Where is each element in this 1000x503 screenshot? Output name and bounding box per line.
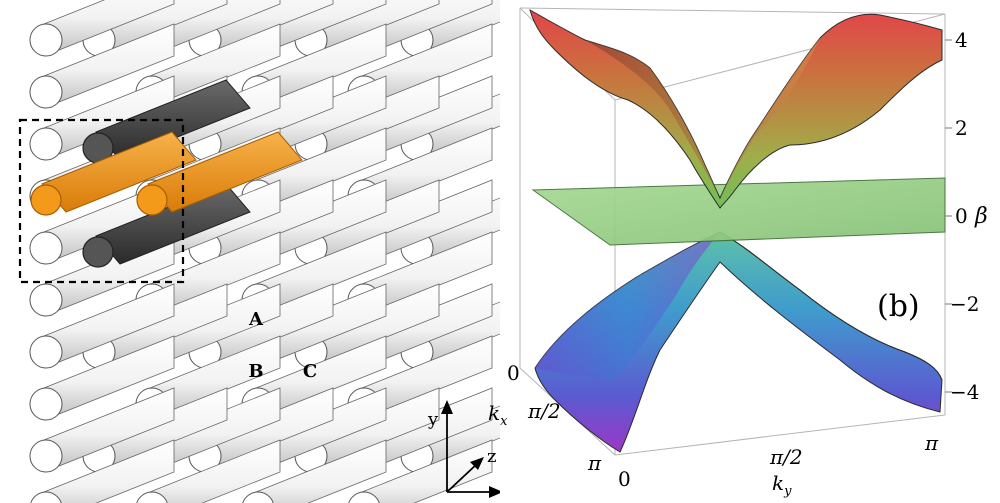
flat-band — [531, 177, 946, 246]
orange-rod-right — [136, 131, 303, 216]
rod-lattice-panel: A B C y z x — [18, 0, 515, 503]
ky-axis-label: ky — [772, 471, 792, 499]
axis-y-label: y — [427, 409, 439, 430]
beta-tick-4: 4 — [955, 28, 968, 52]
site-label-b: B — [248, 361, 263, 382]
beta-tick-minus-2: −2 — [950, 292, 979, 316]
site-label-c: C — [303, 361, 317, 382]
beta-tick-minus-4: −4 — [950, 380, 979, 404]
unit-cell-box — [18, 118, 185, 284]
rod — [29, 23, 175, 109]
axis-z-label: z — [487, 446, 496, 467]
panel-label-b: (b) — [877, 289, 920, 324]
ky-tick-pi: π — [924, 431, 939, 455]
kx-axis-label: kx — [488, 401, 508, 429]
ky-tick-pi-half: π/2 — [769, 445, 803, 469]
lower-band — [534, 231, 943, 453]
upper-band — [529, 8, 943, 209]
rod — [242, 439, 387, 503]
site-label-a: A — [248, 309, 264, 330]
highlighted-rods — [30, 79, 303, 268]
kx-tick-pi: π — [587, 451, 602, 475]
rod — [29, 335, 175, 421]
kx-tick-0: 0 — [507, 361, 520, 385]
beta-tick-2: 2 — [955, 116, 968, 140]
rod — [348, 439, 493, 503]
kx-tick-pi-half: π/2 — [527, 399, 561, 423]
rod — [136, 439, 281, 503]
rod — [29, 75, 175, 161]
beta-axis-label: β — [974, 204, 988, 229]
ky-tick-0: 0 — [618, 467, 631, 491]
rod — [29, 0, 175, 57]
rod — [29, 387, 175, 473]
axis-x-label: x — [505, 481, 515, 502]
rod — [30, 439, 175, 503]
axis-triad: y z x — [427, 400, 515, 502]
beta-tick-0: 0 — [955, 204, 968, 228]
rod — [29, 283, 175, 369]
orange-rod-left — [30, 131, 197, 216]
beta-axis — [945, 39, 952, 393]
band-structure-panel: 4 2 0 β −2 −4 (b) 0 kx π/2 π 0 π/2 ky π — [488, 7, 988, 499]
